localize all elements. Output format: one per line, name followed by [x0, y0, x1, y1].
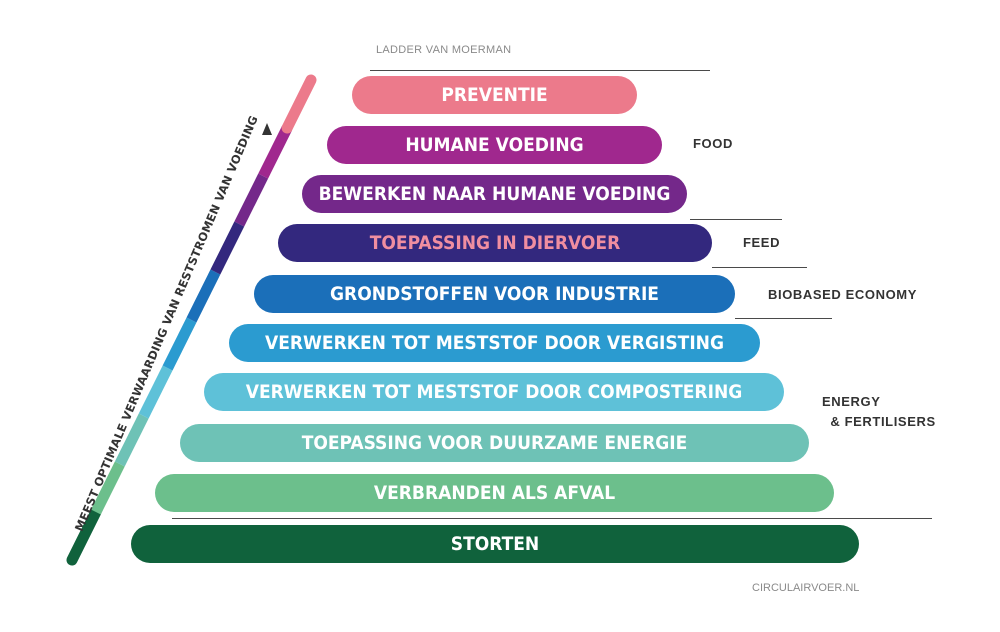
category-food: FOOD	[693, 136, 733, 151]
diagram-title: LADDER VAN MOERMAN	[376, 44, 512, 56]
step-humane-voeding: HUMANE VOEDING	[327, 126, 662, 164]
step-duurzame-energie: TOEPASSING VOOR DUURZAME ENERGIE	[180, 424, 809, 462]
arrow-segment	[138, 365, 173, 419]
step-bewerken-naar-humane-voeding: BEWERKEN NAAR HUMANE VOEDING	[302, 175, 687, 213]
category-energy-fertilisers: ENERGY & FERTILISERS	[822, 394, 936, 429]
step-verbranden-als-afval: VERBRANDEN ALS AFVAL	[155, 474, 834, 512]
arrow-segment	[162, 317, 197, 371]
divider-energy-bottom	[172, 518, 932, 519]
step-compostering: VERWERKEN TOT MESTSTOF DOOR COMPOSTERING	[204, 373, 784, 411]
arrow-head-icon	[262, 123, 272, 135]
arrow-segment	[281, 74, 317, 134]
arrow-segment	[210, 221, 245, 275]
axis-label: MEEST OPTIMALE VERWAARDING VAN RESTSTROM…	[72, 113, 261, 533]
category-biobased-economy: BIOBASED ECONOMY	[768, 287, 918, 302]
step-toepassing-in-diervoer: TOEPASSING IN DIERVOER	[278, 224, 712, 262]
step-grondstoffen-voor-industrie: GRONDSTOFFEN VOOR INDUSTRIE	[254, 275, 735, 313]
arrow-segment	[186, 269, 221, 323]
divider-food-feed	[690, 219, 782, 220]
step-vergisting: VERWERKEN TOT MESTSTOF DOOR VERGISTING	[229, 324, 760, 362]
divider-biobased-energy	[735, 318, 832, 319]
step-preventie: PREVENTIE	[352, 76, 637, 114]
step-storten: STORTEN	[131, 525, 859, 563]
arrow-segment	[258, 125, 293, 179]
divider-top	[370, 70, 710, 71]
source-credit: CIRCULAIRVOER.NL	[752, 582, 860, 594]
arrow-segment	[66, 506, 102, 566]
arrow-segment	[90, 461, 125, 515]
divider-feed-biobased	[712, 267, 807, 268]
category-feed: FEED	[743, 235, 781, 250]
arrow-segment	[114, 413, 149, 467]
arrow-segment	[234, 173, 269, 227]
